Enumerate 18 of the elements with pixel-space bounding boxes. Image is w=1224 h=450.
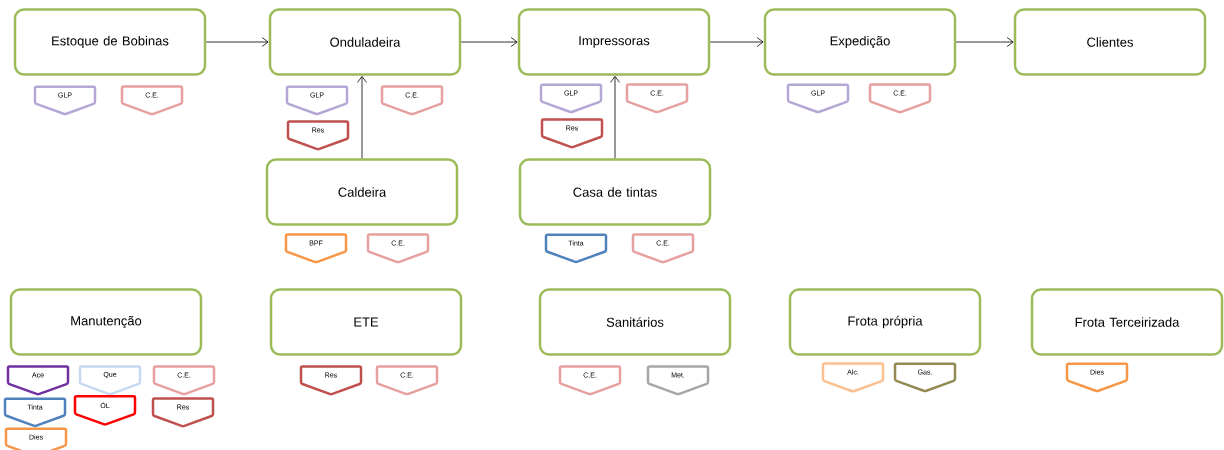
process-box: Frota Terceirizada	[1030, 288, 1224, 356]
arrow	[357, 76, 367, 159]
process-box: Casa de tintas	[518, 158, 712, 226]
arrow	[709, 37, 764, 47]
process-box: Manutenção	[9, 288, 203, 356]
process-box: Onduladeira	[268, 8, 462, 76]
arrow	[955, 37, 1014, 47]
process-box: Frota própria	[788, 288, 982, 356]
arrow	[610, 76, 620, 159]
process-box: Clientes	[1013, 8, 1207, 76]
process-box: Sanitários	[538, 288, 732, 356]
arrow	[205, 37, 269, 47]
process-box: Expedição	[763, 8, 957, 76]
arrow	[460, 37, 518, 47]
process-box: Caldeira	[265, 158, 459, 226]
process-box: Impressoras	[517, 8, 711, 76]
process-box: Estoque de Bobinas	[13, 8, 207, 76]
process-box: ETE	[269, 288, 463, 356]
